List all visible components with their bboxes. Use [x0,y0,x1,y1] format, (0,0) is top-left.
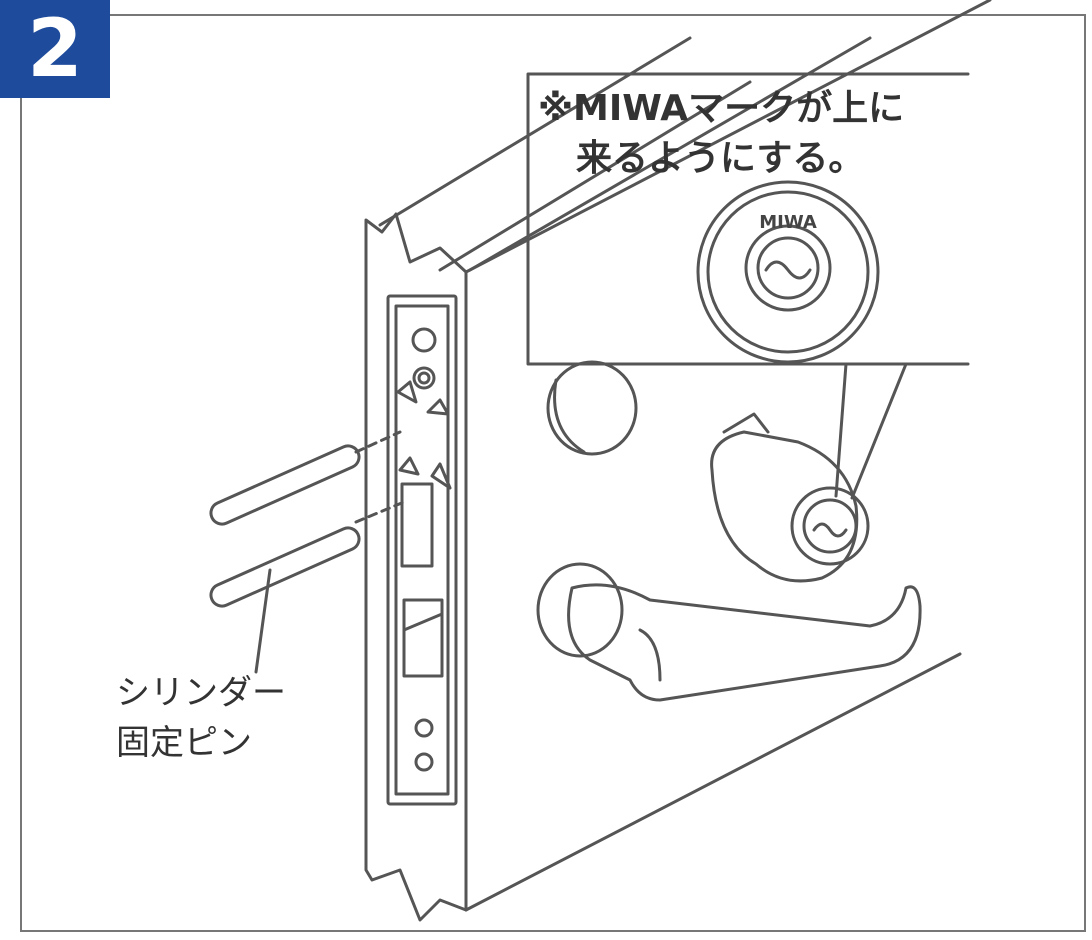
note-line-1: ※MIWAマークが上に [538,88,905,129]
cylinder-pin-label: シリンダー 固定ピン [116,668,286,768]
lever-handle [536,562,922,702]
zoom-callout [526,72,970,500]
pin-label-line-2: 固定ピン [116,723,252,763]
door-top-edge [378,36,872,272]
miwa-mark-note: ※MIWAマークが上に 来るようにする。 [538,84,968,184]
note-line-2: 来るようにする。 [576,138,865,179]
cylinder-miwa-logo: MIWA [759,212,817,233]
step-number-badge: 2 [0,0,110,98]
door-edge-face [364,0,992,922]
cylinder-body [710,412,870,583]
cylinder-fixing-pins [209,430,406,674]
lock-faceplate [386,294,458,806]
pin-label-line-1: シリンダー [116,673,286,713]
thumb-turn-rose [546,360,638,456]
cylinder-face-enlarged [696,180,880,364]
illustration-frame [20,14,1086,932]
